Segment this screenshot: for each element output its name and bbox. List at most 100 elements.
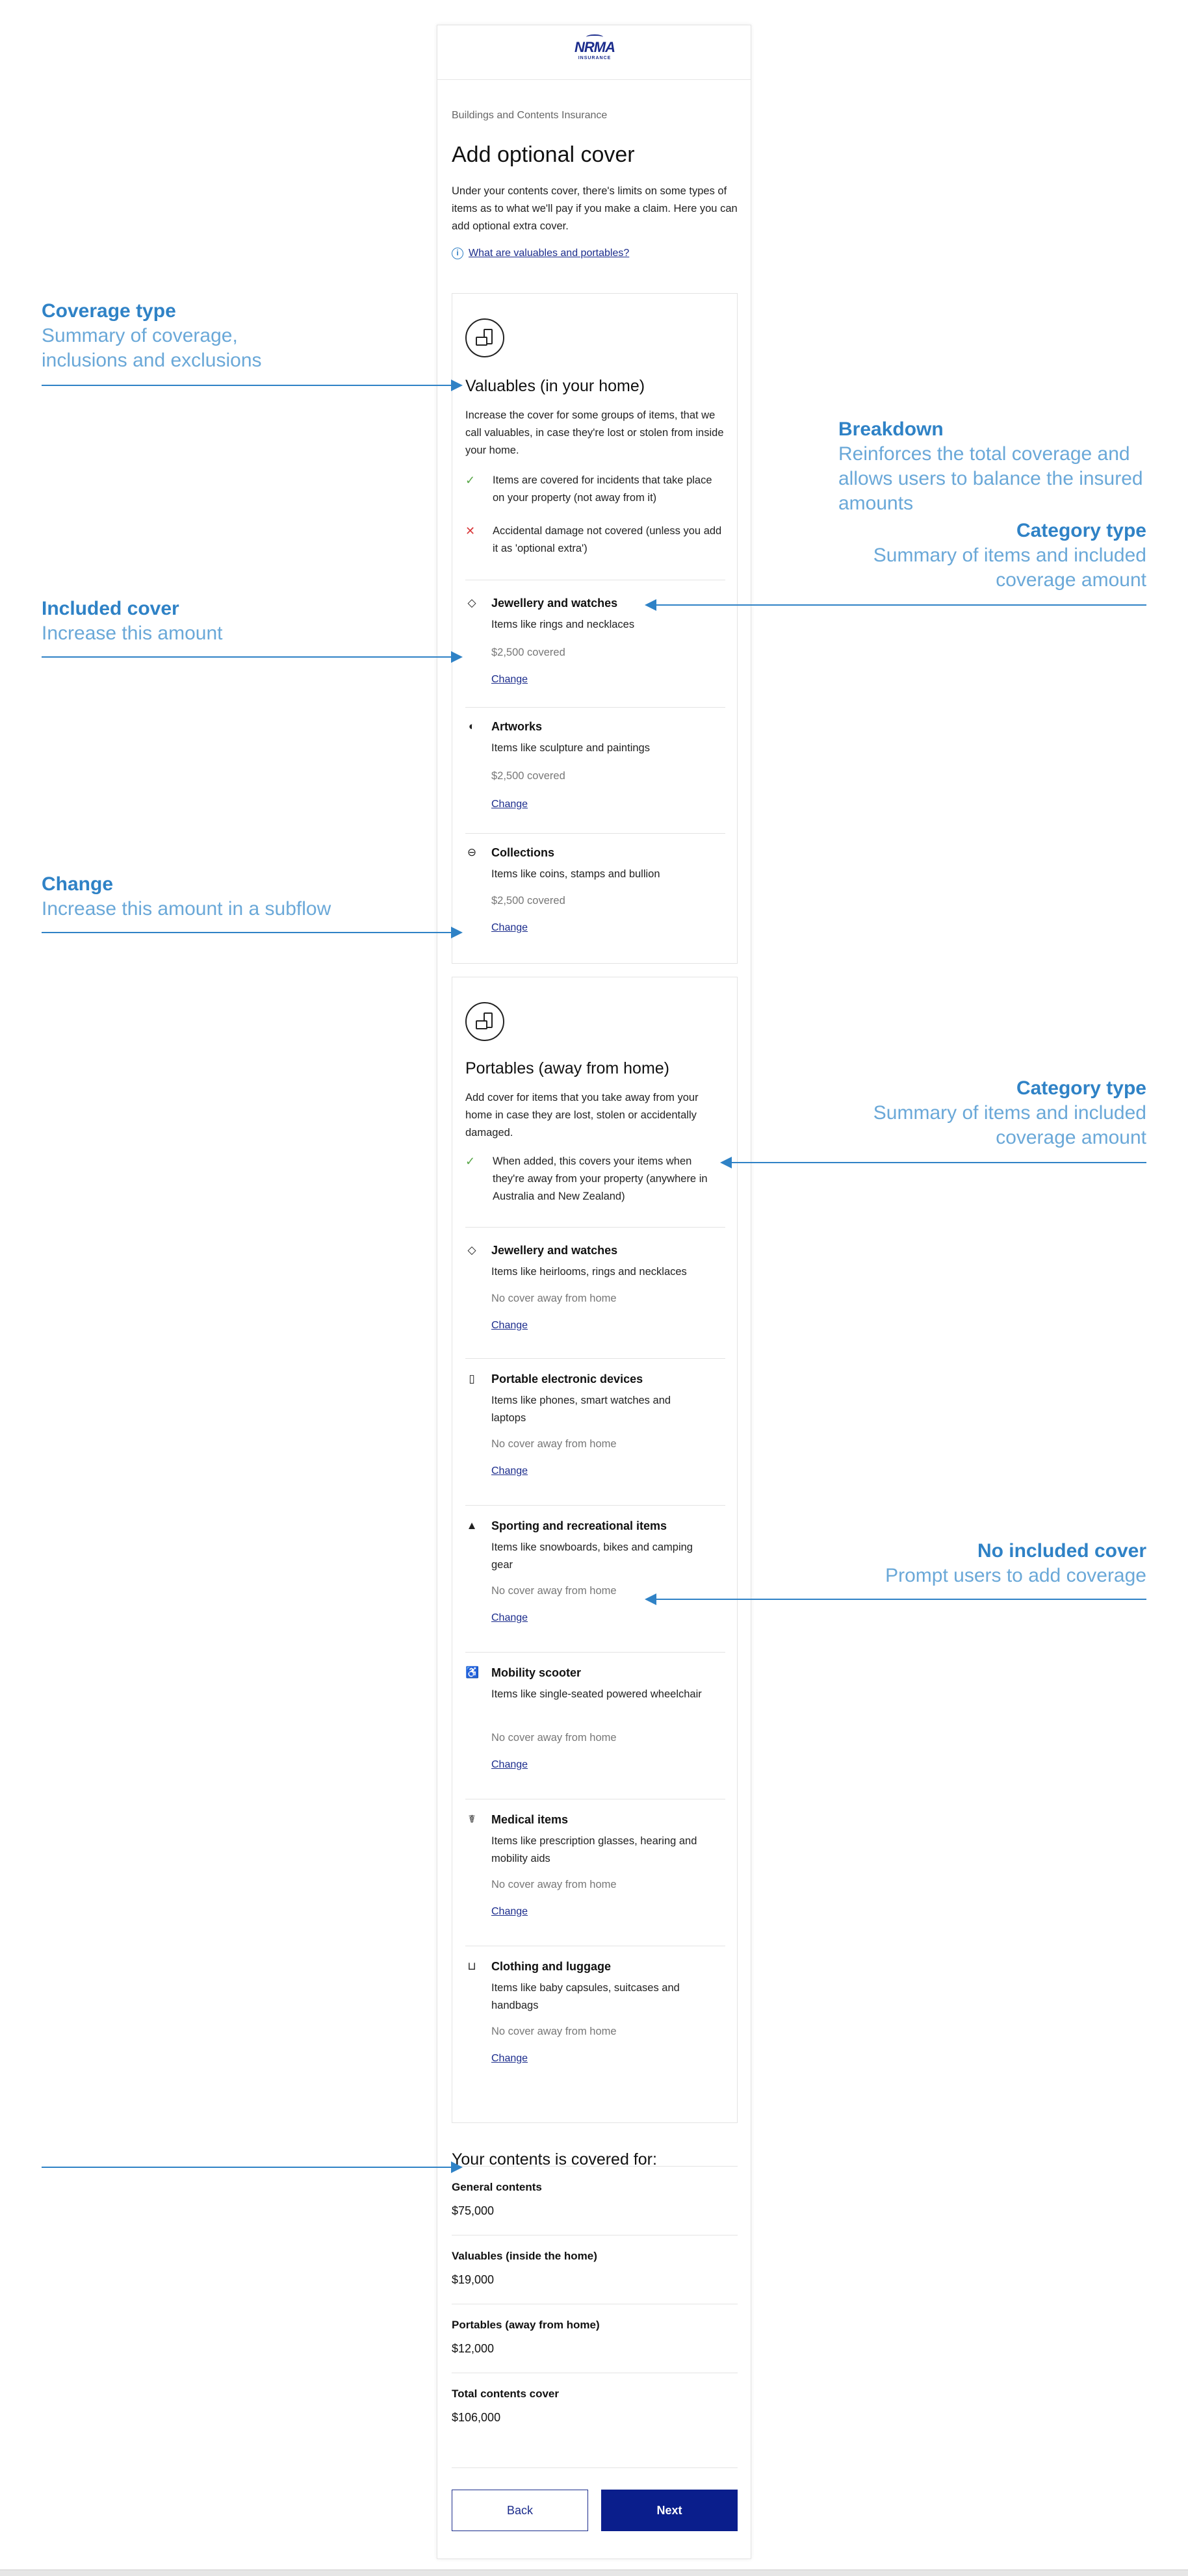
item-amount: $2,500 covered	[491, 647, 565, 658]
info-link-label[interactable]: What are valuables and portables?	[469, 248, 630, 259]
luggage-icon: ⊔	[467, 1960, 476, 1972]
summary-label: Total contents cover	[452, 2388, 559, 2400]
item-name: Sporting and recreational items	[491, 1519, 667, 1532]
annotation-subtext: Reinforces the total coverage and allows…	[838, 443, 1143, 514]
item-description: Items like coins, stamps and bullion	[491, 868, 660, 880]
item-name: Collections	[491, 846, 555, 859]
change-link[interactable]: Change	[491, 674, 528, 685]
summary-row-general: General contents $75,000	[452, 2166, 738, 2235]
portables-item-clothing: ⊔ Clothing and luggage Items like baby c…	[465, 1959, 725, 2076]
header-bar: NRMA INSURANCE	[437, 25, 751, 80]
tick-icon: ✓	[465, 474, 476, 487]
feature-text: Items are covered for incidents that tak…	[493, 474, 712, 504]
annotation-arrow	[42, 656, 451, 658]
annotation-coverage-type: Coverage type Summary of coverage, inclu…	[42, 299, 315, 373]
item-description: Items like single-seated powered wheelch…	[491, 1688, 702, 1700]
item-name: Portable electronic devices	[491, 1372, 643, 1385]
change-link[interactable]: Change	[491, 1906, 528, 1917]
change-link[interactable]: Change	[491, 799, 528, 810]
palette-icon: ◐	[468, 720, 476, 732]
annotation-subtext: Summary of items and included coverage a…	[873, 545, 1146, 591]
intro-text: Under your contents cover, there's limit…	[452, 185, 738, 232]
annotation-subtext: Summary of items and included coverage a…	[873, 1102, 1146, 1148]
item-name: Jewellery and watches	[491, 1244, 618, 1257]
arrowhead-icon	[451, 2161, 463, 2173]
divider	[465, 1358, 725, 1359]
next-button[interactable]: Next	[601, 2490, 738, 2531]
valuables-item-jewellery: ◇ Jewellery and watches Items like rings…	[465, 595, 725, 699]
annotation-arrow	[730, 1162, 1146, 1163]
valuables-card: Valuables (in your home) Increase the co…	[452, 293, 738, 964]
logo-subtext: INSURANCE	[578, 56, 612, 60]
change-link[interactable]: Change	[491, 2053, 528, 2064]
portables-item-medical: ☤ Medical items Items like prescription …	[465, 1812, 725, 1929]
feature-text: When added, this covers your items when …	[493, 1155, 708, 1202]
arrowhead-icon	[451, 380, 463, 391]
cross-icon: ✕	[465, 524, 476, 537]
wheelchair-icon: ♿	[465, 1666, 480, 1679]
divider	[465, 1505, 725, 1506]
feature-included: ✓ Items are covered for incidents that t…	[465, 472, 725, 507]
annotation-heading: No included cover	[977, 1540, 1146, 1562]
portables-item-sporting: ▲ Sporting and recreational items Items …	[465, 1518, 725, 1635]
device-icon: ▯	[469, 1372, 475, 1385]
item-description: Items like rings and necklaces	[491, 619, 635, 630]
annotation-category-type: Category type Summary of items and inclu…	[860, 519, 1146, 593]
valuables-title: Valuables (in your home)	[465, 377, 645, 395]
feature-excluded: ✕ Accidental damage not covered (unless …	[465, 522, 725, 558]
change-link[interactable]: Change	[491, 1612, 528, 1623]
diamond-icon: ◇	[467, 597, 476, 609]
change-link[interactable]: Change	[491, 1320, 528, 1331]
annotation-arrow	[42, 2167, 451, 2168]
mountain-icon: ▲	[466, 1519, 478, 1532]
annotation-subtext: Summary of coverage, inclusions and excl…	[42, 325, 262, 371]
annotation-arrow	[655, 604, 1146, 606]
arrowhead-icon	[451, 651, 463, 663]
item-name: Clothing and luggage	[491, 1960, 611, 1973]
change-link[interactable]: Change	[491, 1759, 528, 1770]
annotation-heading: Included cover	[42, 598, 179, 619]
item-description: Items like sculpture and paintings	[491, 742, 650, 754]
summary-label: Valuables (inside the home)	[452, 2250, 597, 2262]
annotation-subtext: Increase this amount	[42, 623, 223, 644]
page-title: Add optional cover	[452, 142, 635, 167]
item-description: Items like heirlooms, rings and necklace…	[491, 1266, 687, 1278]
summary-value: $106,000	[452, 2411, 501, 2424]
item-amount: $2,500 covered	[491, 895, 565, 907]
annotation-included-cover: Included cover Increase this amount	[42, 597, 315, 646]
info-icon: i	[452, 248, 463, 259]
item-description: Items like baby capsules, suitcases and …	[491, 1982, 680, 2011]
summary-row-valuables: Valuables (inside the home) $19,000	[452, 2235, 738, 2304]
item-amount: $2,500 covered	[491, 770, 565, 782]
item-name: Medical items	[491, 1813, 569, 1826]
change-link[interactable]: Change	[491, 1465, 528, 1476]
portables-item-mobility: ♿ Mobility scooter Items like single-sea…	[465, 1665, 725, 1782]
annotation-heading: Coverage type	[42, 300, 176, 322]
item-amount: No cover away from home	[491, 1732, 617, 1744]
item-name: Mobility scooter	[491, 1666, 582, 1679]
arrowhead-icon	[451, 927, 463, 938]
summary-label: General contents	[452, 2181, 542, 2193]
summary-label: Portables (away from home)	[452, 2319, 600, 2331]
change-link[interactable]: Change	[491, 922, 528, 933]
summary-row-portables: Portables (away from home) $12,000	[452, 2304, 738, 2373]
divider	[465, 833, 725, 834]
info-link[interactable]: i What are valuables and portables?	[452, 248, 629, 259]
feature-text: Accidental damage not covered (unless yo…	[493, 525, 722, 554]
annotation-subtext: Increase this amount in a subflow	[42, 898, 331, 920]
walking-aid-icon: ☤	[468, 1813, 476, 1825]
summary-value: $12,000	[452, 2342, 495, 2355]
item-amount: No cover away from home	[491, 1585, 617, 1597]
annotation-arrow	[42, 385, 451, 386]
annotation-category-type: Category type Summary of items and inclu…	[860, 1076, 1146, 1150]
divider	[465, 707, 725, 708]
portables-card: Portables (away from home) Add cover for…	[452, 977, 738, 2123]
nrma-logo[interactable]: NRMA INSURANCE	[571, 34, 619, 71]
annotation-no-included-cover: No included cover Prompt users to add co…	[845, 1539, 1146, 1588]
back-button[interactable]: Back	[452, 2490, 588, 2531]
item-amount: No cover away from home	[491, 1293, 617, 1304]
arrowhead-icon	[645, 599, 656, 611]
coin-stack-icon: ⊖	[467, 846, 477, 858]
summary-value: $19,000	[452, 2273, 495, 2286]
